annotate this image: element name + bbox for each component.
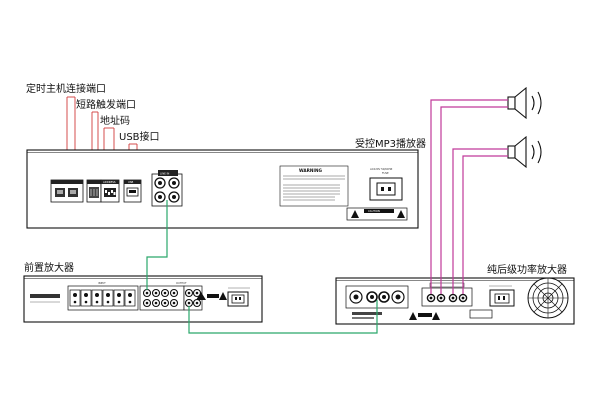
preamp-device: 前置放大器 INPUT <box>23 261 263 323</box>
voltage-text: AC220V 50/60HZ <box>370 167 393 171</box>
warning-title: WARNING <box>299 168 322 173</box>
warning-label: WARNING <box>279 165 349 207</box>
mp3-player-device: 受控MP3播放器 ADDRESS <box>26 137 426 229</box>
label-short-trigger-port: 短路触发端口 <box>76 98 136 111</box>
caution-text: CAUTION <box>368 209 380 213</box>
preamp-power-inlet <box>227 287 250 307</box>
timer-connection-port <box>50 179 84 203</box>
power-amp-device: 纯后级功率放大器 <box>335 263 575 325</box>
output-panel-text: OUTPUT <box>176 281 187 285</box>
preamp-rca-inputs <box>139 285 185 311</box>
power-amp-speaker-terminals <box>421 282 473 307</box>
power-inlet: AC220V 50/60HZ FUSE <box>369 167 403 201</box>
label-mp3-player: 受控MP3播放器 <box>355 137 426 150</box>
label-timer-port: 定时主机连接端口 <box>26 82 106 95</box>
address-panel-text: ADDRESS <box>103 180 116 184</box>
short-trigger-port <box>86 179 102 203</box>
speaker-bottom <box>507 135 542 169</box>
label-preamp: 前置放大器 <box>24 261 74 274</box>
speaker-wires <box>430 99 508 294</box>
label-power-amp: 纯后级功率放大器 <box>487 263 567 276</box>
usb-port: USB <box>123 179 142 203</box>
label-usb-port: USB接口 <box>119 130 160 143</box>
power-amp-power-inlet <box>489 285 515 307</box>
speaker-top <box>507 86 542 120</box>
line-in-text: LINE IN <box>160 172 169 176</box>
input-panel-text: INPUT <box>98 281 106 285</box>
preamp-input-block: INPUT <box>67 281 139 311</box>
address-code-switch: ADDRESS <box>100 179 120 203</box>
usb-panel-text: USB <box>128 180 134 184</box>
signal-wires <box>146 200 378 334</box>
power-amp-xlr-inputs <box>345 285 409 309</box>
cooling-fan <box>527 277 569 319</box>
fuse-text: FUSE <box>382 171 389 175</box>
caution-label: CAUTION <box>346 207 408 221</box>
label-address-code: 地址码 <box>100 114 130 127</box>
